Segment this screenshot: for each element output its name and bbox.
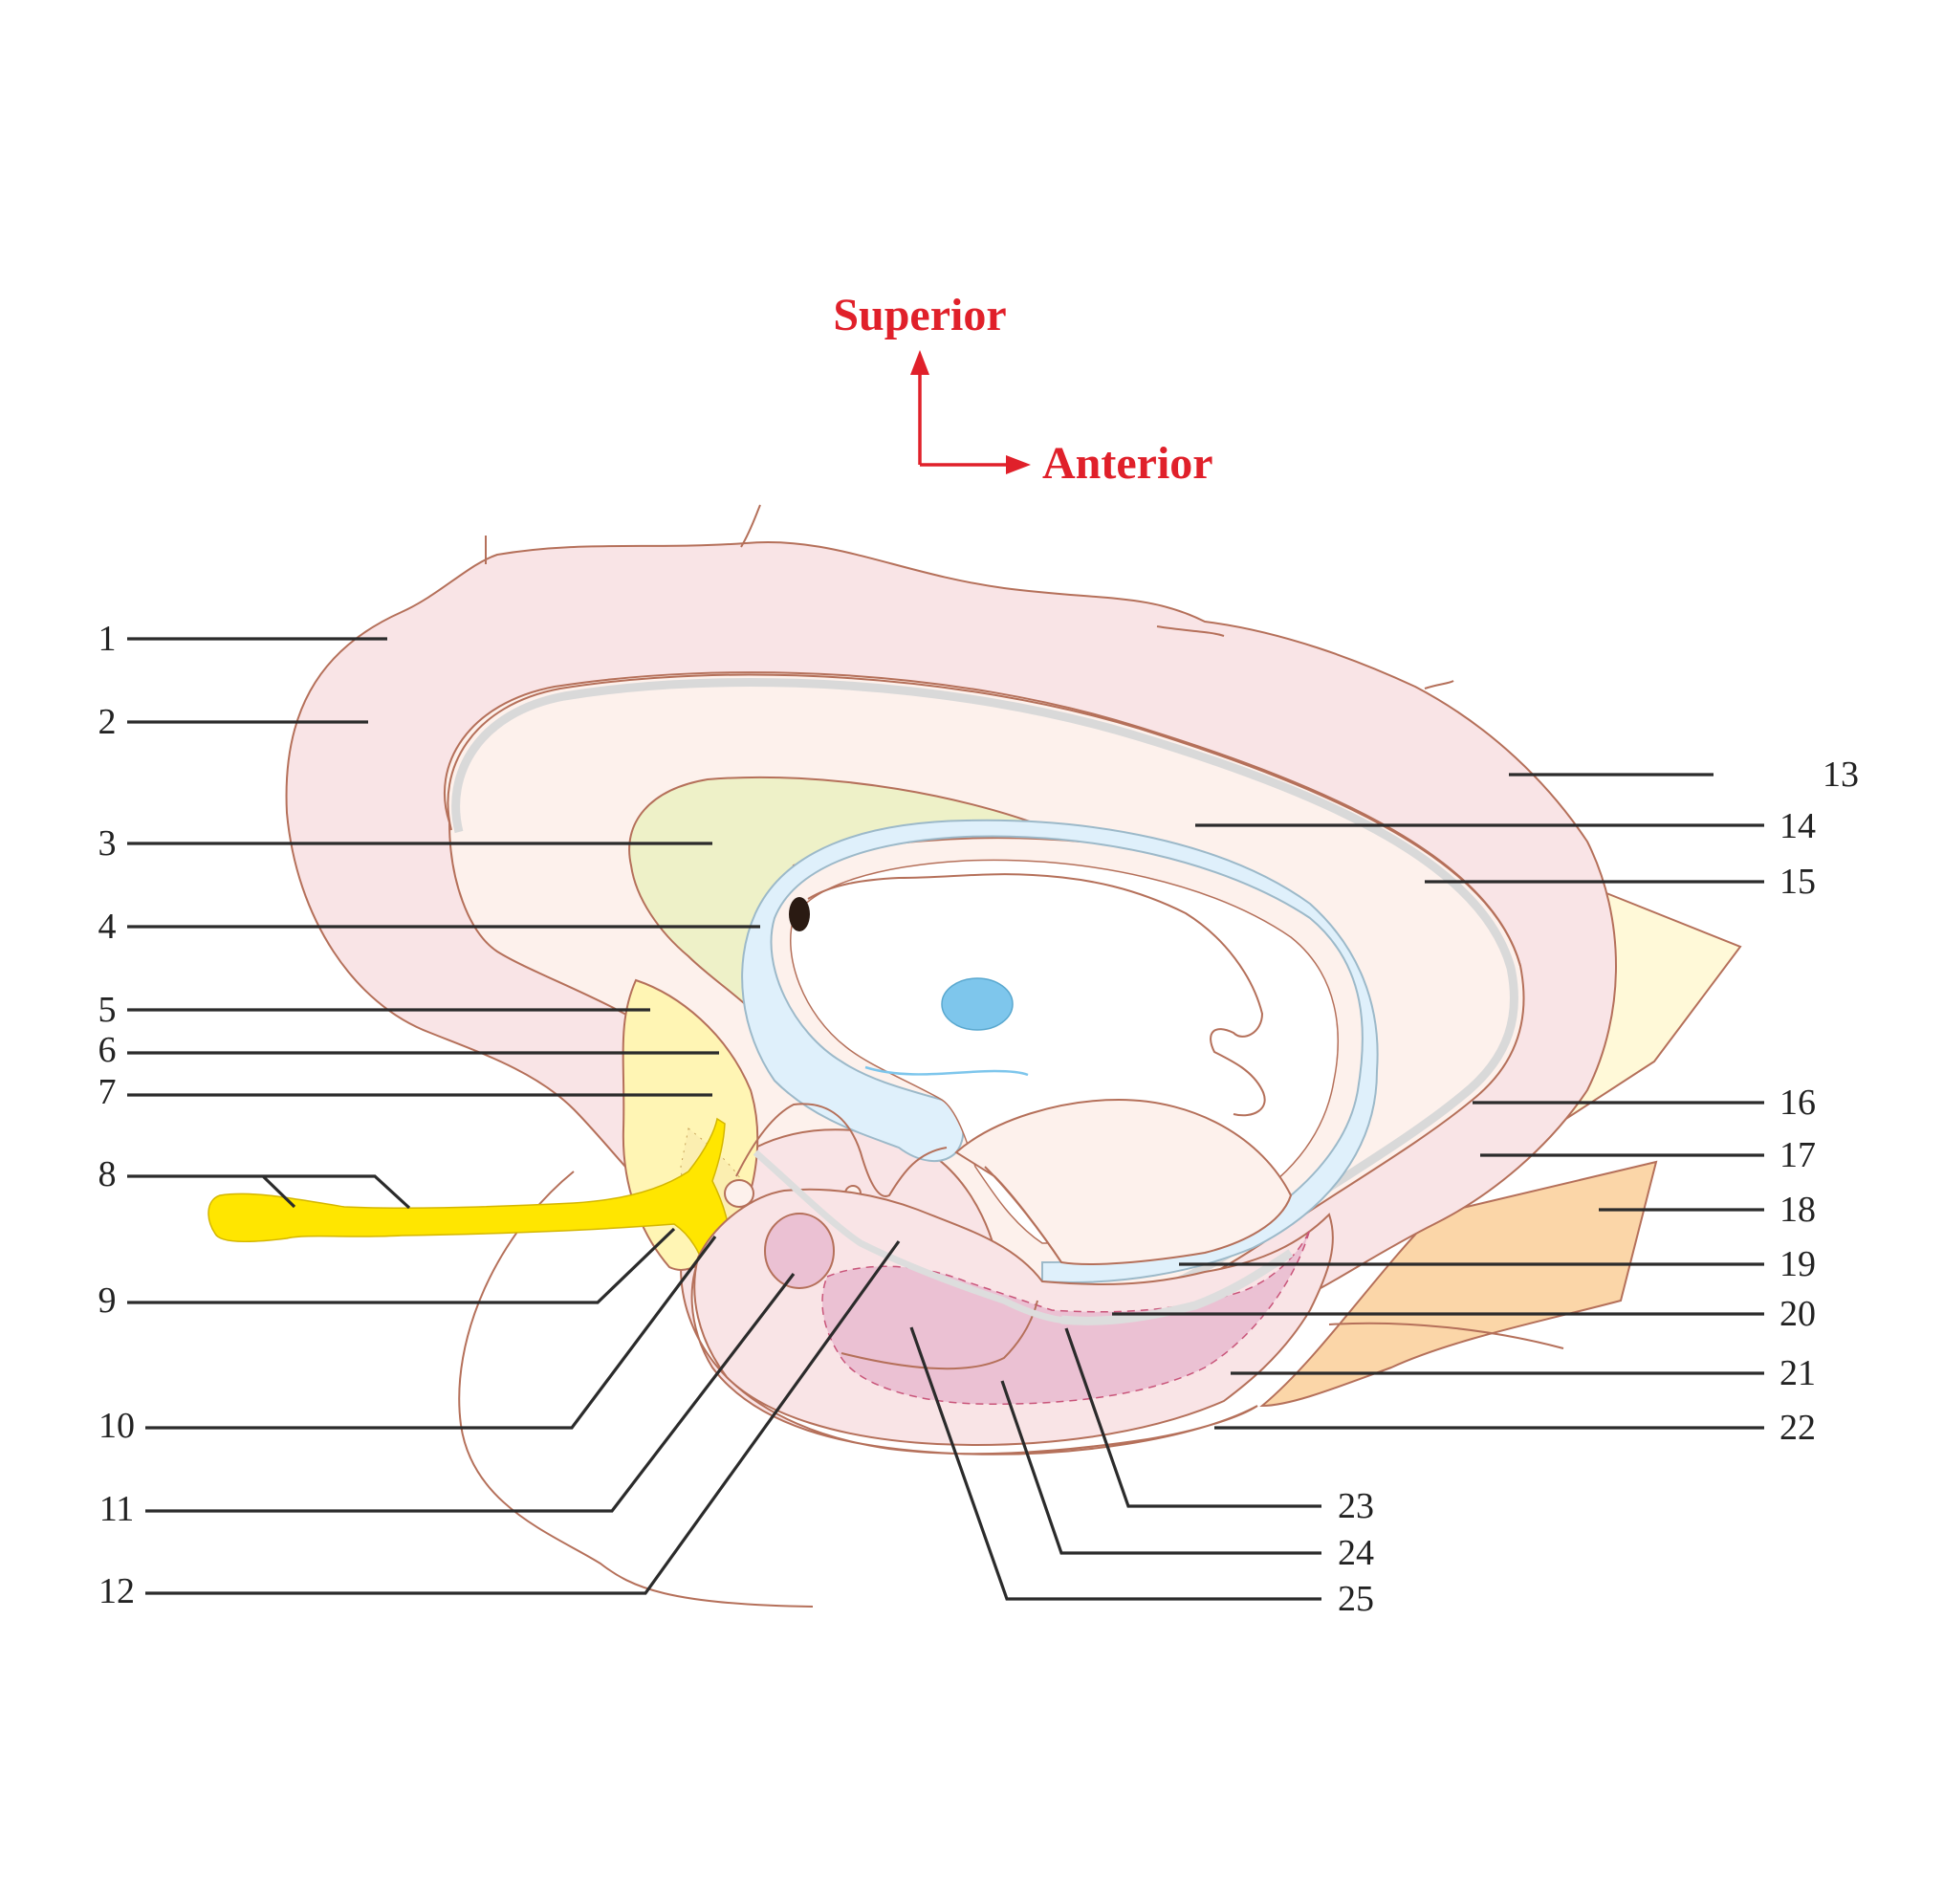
anterior-commissure	[735, 1103, 948, 1197]
leader-9	[127, 1227, 676, 1304]
striatum-inner-line	[984, 1166, 1062, 1263]
ventricle-dark-spot	[789, 897, 810, 931]
fornix-line	[807, 873, 1266, 1117]
leader-25	[909, 1326, 1321, 1601]
orientation-arrows	[918, 361, 1015, 467]
label-13: 13	[1823, 755, 1859, 795]
leader-8	[127, 1174, 411, 1210]
orientation-indicator: Superior Anterior	[833, 290, 1212, 489]
superior-label: Superior	[833, 290, 1006, 340]
amygdala-inner-line	[841, 1300, 1038, 1370]
label-1: 1	[98, 619, 117, 659]
number-labels: 1 2 3 4 5 6 7 8 9 10 11 12 13 14 15 16 1…	[98, 619, 1860, 1619]
corpus-callosum-outline	[447, 673, 1521, 967]
label-18: 18	[1779, 1190, 1816, 1230]
lateral-olfactory-line	[753, 1149, 1101, 1325]
small-oval	[724, 1179, 754, 1208]
label-4: 4	[98, 907, 117, 947]
label-6: 6	[98, 1030, 117, 1070]
label-20: 20	[1779, 1294, 1816, 1334]
leader-11	[145, 1273, 796, 1513]
leader-24	[1000, 1380, 1321, 1555]
label-22: 22	[1779, 1408, 1816, 1448]
label-15: 15	[1779, 862, 1816, 902]
label-9: 9	[98, 1280, 117, 1321]
label-21: 21	[1779, 1353, 1816, 1393]
label-23: 23	[1338, 1486, 1374, 1526]
orange-inner-line	[1328, 1322, 1564, 1349]
leader-23	[1064, 1327, 1321, 1508]
superior-arrowhead-icon	[910, 350, 929, 375]
foramen-blue-dot	[941, 977, 1014, 1031]
anterior-arrowhead-icon	[1006, 455, 1031, 474]
leader-10	[145, 1236, 717, 1430]
anterior-label: Anterior	[1042, 438, 1213, 489]
label-11: 11	[99, 1489, 135, 1529]
label-16: 16	[1779, 1083, 1816, 1123]
cortex-gyral-lines	[485, 504, 1454, 689]
lateral-olfactory-outline	[1060, 1249, 1294, 1325]
label-19: 19	[1779, 1244, 1816, 1284]
label-17: 17	[1779, 1135, 1816, 1175]
label-24: 24	[1338, 1533, 1374, 1573]
label-12: 12	[98, 1571, 135, 1611]
purple-nucleus	[764, 1213, 835, 1289]
label-7: 7	[98, 1072, 117, 1112]
orange-region	[1259, 1160, 1658, 1408]
label-5: 5	[98, 990, 117, 1030]
label-10: 10	[98, 1406, 135, 1446]
label-14: 14	[1779, 806, 1816, 846]
lateral-ventricle	[741, 819, 1379, 1283]
blue-wavy-line	[864, 1065, 1029, 1077]
label-3: 3	[98, 823, 117, 864]
label-8: 8	[98, 1154, 117, 1194]
label-25: 25	[1338, 1579, 1374, 1619]
brainstem-outline	[458, 1171, 814, 1608]
leader-12	[145, 1240, 901, 1595]
label-2: 2	[98, 702, 117, 742]
leader-lines	[127, 637, 1764, 1601]
